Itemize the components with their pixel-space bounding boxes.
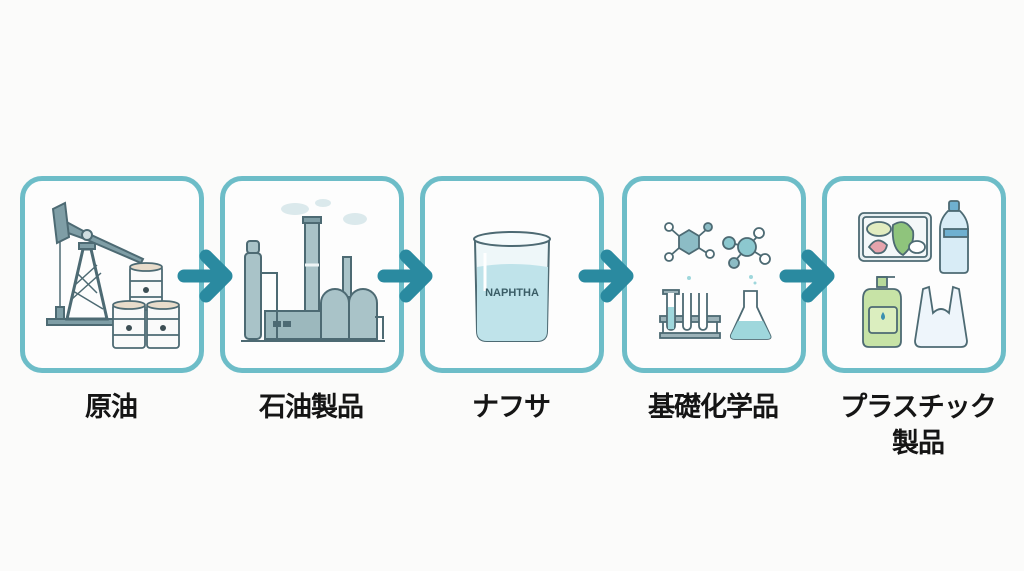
step-box-crude-oil [20, 176, 204, 373]
arrow-right-icon [578, 249, 634, 303]
refinery-icon [241, 199, 385, 342]
step-label-plastic-products-line2: 製品 [892, 428, 945, 459]
step-label-naphtha: ナフサ [472, 392, 551, 423]
arrow-right-icon [377, 249, 433, 303]
step-label-plastic-products-line1: プラスチック [840, 392, 996, 423]
beaker-label: NAPHTHA [485, 287, 539, 299]
step-label-petroleum-products: 石油製品 [259, 392, 364, 423]
step-label-basic-chemicals: 基礎化学品 [648, 392, 779, 423]
arrow-right-icon [177, 249, 233, 303]
chemistry-icon [659, 222, 772, 340]
step-box-plastic-products [822, 176, 1006, 373]
arrow-right-icon [779, 249, 835, 303]
step-label-crude-oil: 原油 [85, 392, 138, 423]
step-box-petroleum-products [220, 176, 404, 373]
plastic-products-icon [858, 200, 969, 348]
step-box-basic-chemicals [622, 176, 806, 373]
step-box-naphtha: NAPHTHA [420, 176, 604, 373]
oil-pump-and-barrels-icon [46, 201, 180, 349]
step-label-plastic-products: プラスチック 製品 [812, 390, 1024, 462]
beaker-icon: NAPHTHA [473, 231, 551, 342]
